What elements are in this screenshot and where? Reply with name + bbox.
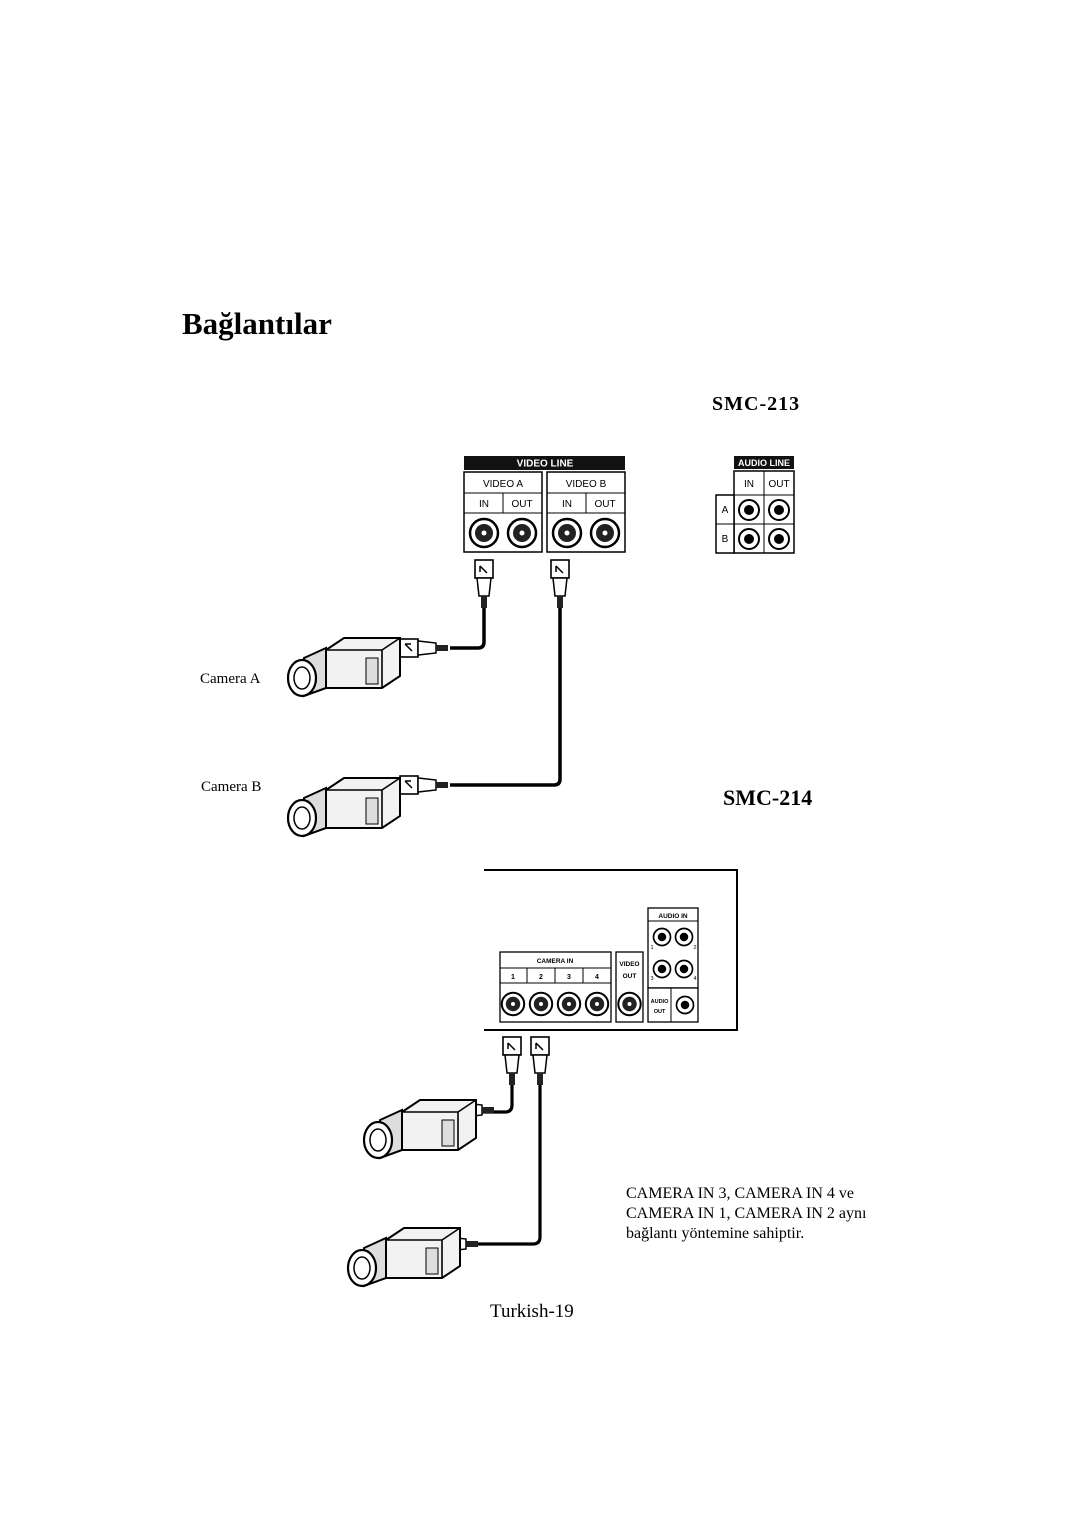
video-b-in-label: IN <box>562 499 572 510</box>
video-line-panel: VIDEO LINE VIDEO A VIDEO B IN OUT IN OUT <box>463 456 626 553</box>
video-out-label-line2: OUT <box>623 973 637 980</box>
cable-camera-b <box>450 608 562 787</box>
audio-in-4-jack <box>674 959 694 979</box>
camera-a-label: Camera A <box>200 671 261 687</box>
model-label-smc-213: SMC-213 <box>712 393 801 415</box>
audio-b-out-jack <box>768 528 790 550</box>
connection-note: CAMERA IN 3, CAMERA IN 4 ve CAMERA IN 1,… <box>626 1185 867 1242</box>
camera-b-icon <box>286 776 402 838</box>
video-a-in-label: IN <box>479 499 489 510</box>
audio-in-1-jack <box>652 927 672 947</box>
cable-camera-a <box>450 608 486 650</box>
audio-in-number-3: 3 <box>650 976 653 982</box>
camera-3-icon <box>362 1098 478 1160</box>
audio-out-jack <box>675 995 695 1015</box>
audio-row-a-label: A <box>722 505 729 516</box>
camera-in-2-connector <box>528 991 554 1017</box>
audio-out-label-line1: AUDIO <box>651 999 669 1005</box>
audio-out-label-line2: OUT <box>654 1009 666 1015</box>
bnc-plug-video-a <box>474 559 494 609</box>
audio-line-header: AUDIO LINE <box>738 458 790 468</box>
audio-in-number-2: 2 <box>693 945 696 951</box>
page-title: Bağlantılar <box>182 306 332 341</box>
bnc-plug-camera-b <box>399 775 449 795</box>
smc214-cables <box>429 1036 550 1254</box>
audio-out-label: OUT <box>768 479 789 490</box>
camera-in-4-connector <box>584 991 610 1017</box>
audio-line-panel: AUDIO LINE IN OUT A B <box>715 456 795 554</box>
camera-in-port-2-label: 2 <box>539 974 543 981</box>
video-b-label: VIDEO B <box>566 479 607 490</box>
camera-in-header: CAMERA IN <box>537 958 574 965</box>
audio-row-b-label: B <box>722 534 729 545</box>
audio-in-header: AUDIO IN <box>658 913 688 920</box>
smc214-rear-panel: CAMERA IN 1 2 3 4 VIDEO OUT AUDIO IN 1 2… <box>484 869 738 1031</box>
video-out-connector <box>617 991 642 1017</box>
bnc-plug-camera-in-1 <box>502 1036 522 1086</box>
audio-in-2-jack <box>674 927 694 947</box>
bnc-plug-camera-a <box>399 638 449 658</box>
smc213-cables <box>399 559 570 795</box>
audio-b-in-jack <box>738 528 760 550</box>
video-a-in-connector <box>468 517 500 549</box>
camera-in-port-4-label: 4 <box>595 974 599 981</box>
model-label-smc-214: SMC-214 <box>723 785 813 810</box>
cable-camera-in-1 <box>476 1085 514 1114</box>
video-a-label: VIDEO A <box>483 479 523 490</box>
camera-in-port-1-label: 1 <box>511 974 515 981</box>
video-a-out-connector <box>506 517 538 549</box>
camera-4-icon <box>346 1226 462 1288</box>
video-b-in-connector <box>551 517 583 549</box>
audio-a-in-jack <box>738 499 760 521</box>
video-a-out-label: OUT <box>511 499 532 510</box>
audio-in-3-jack <box>652 959 672 979</box>
camera-a-icon <box>286 636 402 698</box>
audio-a-out-jack <box>768 499 790 521</box>
audio-in-number-1: 1 <box>650 945 653 951</box>
audio-in-number-4: 4 <box>693 976 696 982</box>
camera-in-port-3-label: 3 <box>567 974 571 981</box>
camera-b-label: Camera B <box>201 779 262 795</box>
camera-in-1-connector <box>500 991 526 1017</box>
video-b-out-label: OUT <box>594 499 615 510</box>
bnc-plug-video-b <box>550 559 570 609</box>
video-b-out-connector <box>589 517 621 549</box>
video-out-label-line1: VIDEO <box>619 961 639 968</box>
audio-in-label: IN <box>744 479 754 490</box>
camera-in-3-connector <box>556 991 582 1017</box>
cable-camera-in-2 <box>470 1085 542 1246</box>
bnc-plug-camera-in-2 <box>530 1036 550 1086</box>
page-footer: Turkish-19 <box>490 1301 574 1322</box>
video-line-header: VIDEO LINE <box>517 459 574 470</box>
